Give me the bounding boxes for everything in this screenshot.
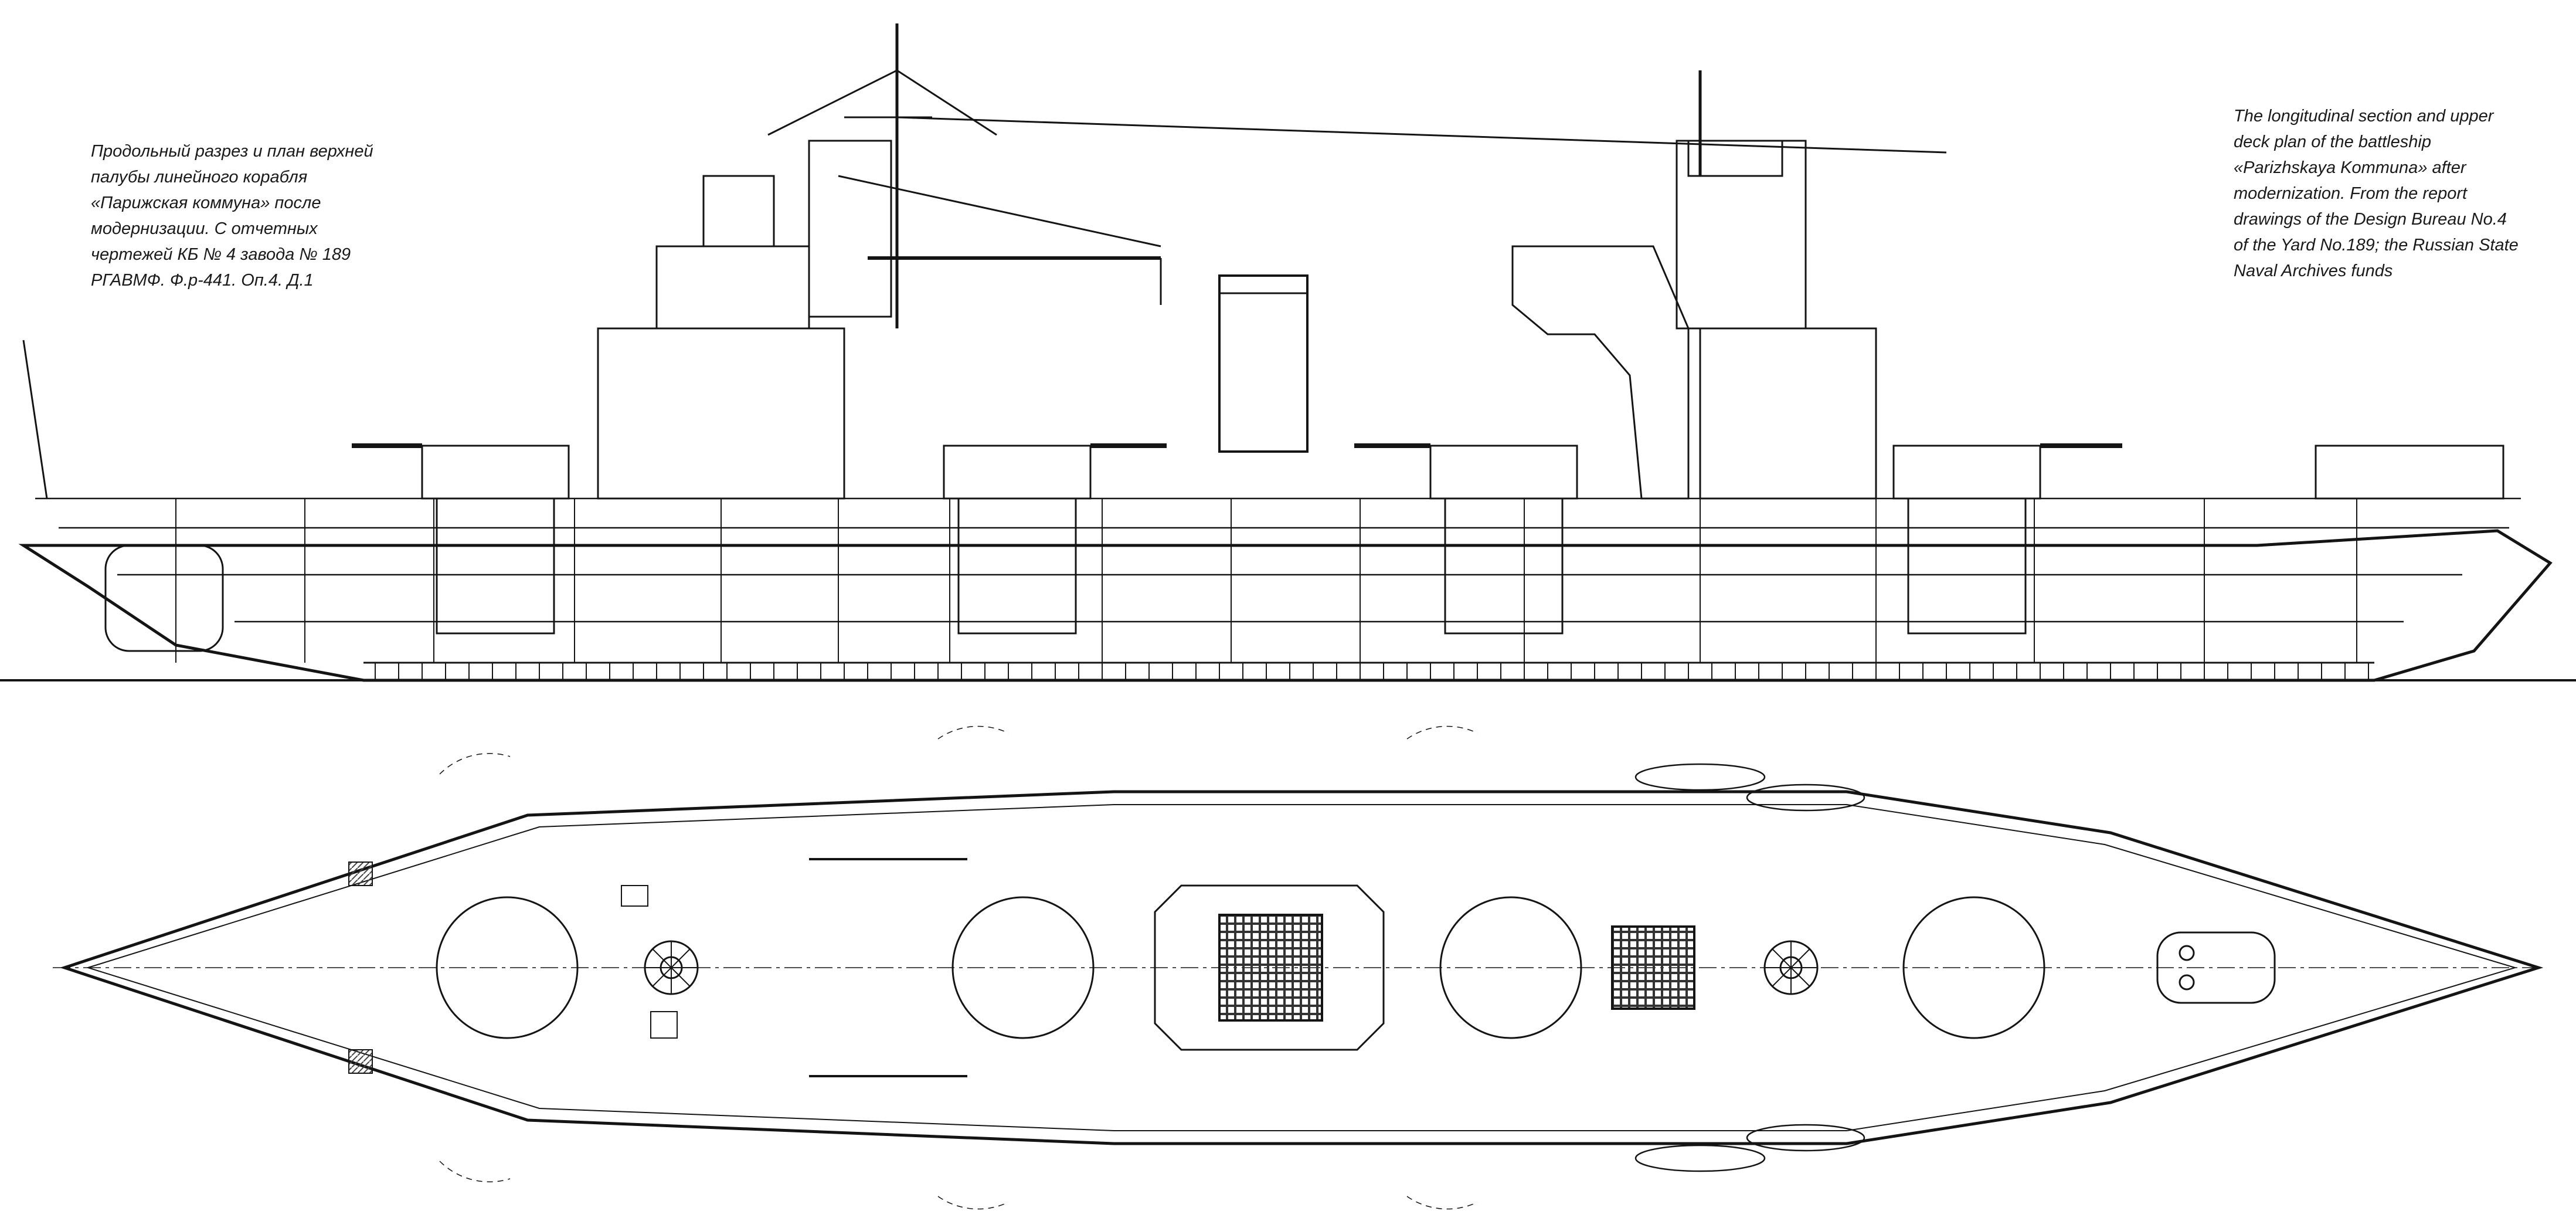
caption-english-line: modernization. From the report — [2234, 184, 2468, 203]
turret-section-4 — [1892, 443, 2122, 635]
caption-russian-line: палубы линейного корабля — [91, 168, 308, 186]
turret-section-1 — [352, 443, 570, 635]
bow-hatches — [348, 862, 678, 1074]
internal-decks — [35, 497, 2521, 623]
caption-english-line: deck plan of the battleship — [2234, 133, 2431, 151]
wheel-forward — [644, 940, 699, 995]
after-grating — [1611, 925, 1695, 1010]
barbette-4 — [1902, 896, 2045, 1039]
firing-arcs — [439, 725, 1478, 1210]
turret-section-3 — [1354, 443, 1578, 635]
turret-section-2 — [943, 443, 1167, 635]
caption-english-line: drawings of the Design Bureau No.4 — [2234, 210, 2507, 229]
funnel — [1218, 274, 1309, 453]
double-bottom-frames — [375, 663, 2369, 680]
deck-outline — [60, 790, 2544, 1145]
barbette-3 — [1439, 896, 1582, 1039]
caption-russian-line: чертежей КБ № 4 завода № 189 — [91, 245, 351, 264]
stern-details — [2315, 445, 2504, 500]
bow-details — [22, 340, 224, 652]
forward-superstructure — [597, 23, 1947, 500]
after-superstructure — [1511, 70, 1877, 500]
longitudinal-section — [0, 23, 2576, 682]
caption-english-line: of the Yard No.189; the Russian State — [2234, 236, 2519, 255]
boat-crane — [868, 256, 1162, 305]
caption-russian-line: РГАВМФ. Ф.р-441. Оп.4. Д.1 — [91, 271, 314, 290]
barbette-1 — [436, 896, 579, 1039]
barbette-2 — [951, 896, 1095, 1039]
upper-deck-plan — [53, 725, 2544, 1210]
bulkheads — [175, 498, 2357, 663]
caption-russian-line: Продольный разрез и план верхней — [91, 142, 373, 161]
caption-english-line: Naval Archives funds — [2234, 262, 2393, 280]
caption-english-line: The longitudinal section and upper — [2234, 107, 2494, 126]
hull-outline — [18, 529, 2553, 682]
funnel-grating — [1154, 884, 1385, 1051]
wheel-after — [1763, 940, 1819, 995]
caption-russian-line: «Парижская коммуна» после — [91, 194, 321, 212]
caption-russian: Продольный разрез и план верхней палубы … — [91, 138, 384, 293]
gun-barrels — [809, 858, 967, 1077]
caption-russian-line: модернизации. С отчетных — [91, 219, 318, 238]
deck-inner-outline — [86, 804, 2517, 1131]
boats — [1634, 763, 1865, 1172]
stern-anchors — [2156, 931, 2276, 1004]
caption-english: The longitudinal section and upper deck … — [2234, 103, 2519, 284]
caption-english-line: «Parizhskaya Kommuna» after — [2234, 158, 2466, 177]
